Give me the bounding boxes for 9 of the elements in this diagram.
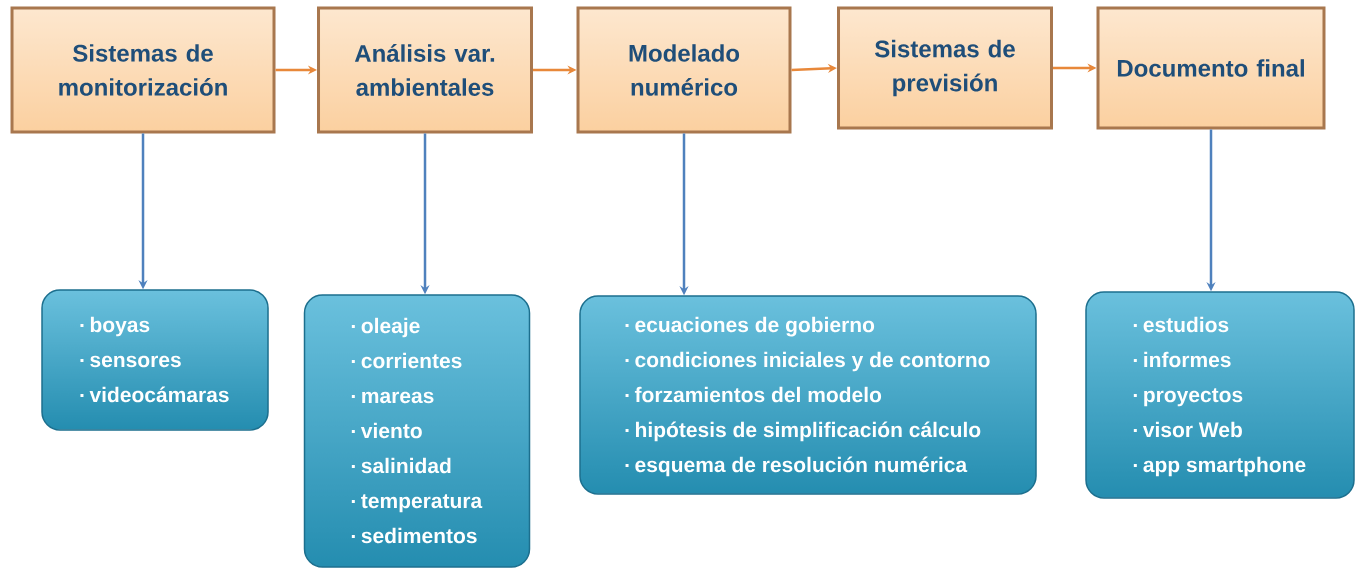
list-box: estudios informes proyectos visor Web app smartphone bbox=[1085, 291, 1355, 499]
process-box: Modelado numérico bbox=[576, 6, 792, 134]
process-box: Sistemas de previsión bbox=[837, 6, 1053, 130]
process-box: Sistemas de monitorización bbox=[10, 6, 276, 134]
process-box: Análisis var. ambientales bbox=[317, 6, 533, 134]
process-box: Documento final bbox=[1096, 6, 1326, 130]
list-box: ecuaciones de gobierno condiciones iniciales y de contorno forzamientos del modelo hipótesis de simplificación cálculo esquema de resolución numérica bbox=[579, 295, 1037, 495]
list-box: oleaje corrientes mareas viento salinidad temperatura sedimentos bbox=[303, 294, 531, 568]
list-box: boyas sensores videocámaras bbox=[41, 289, 269, 431]
